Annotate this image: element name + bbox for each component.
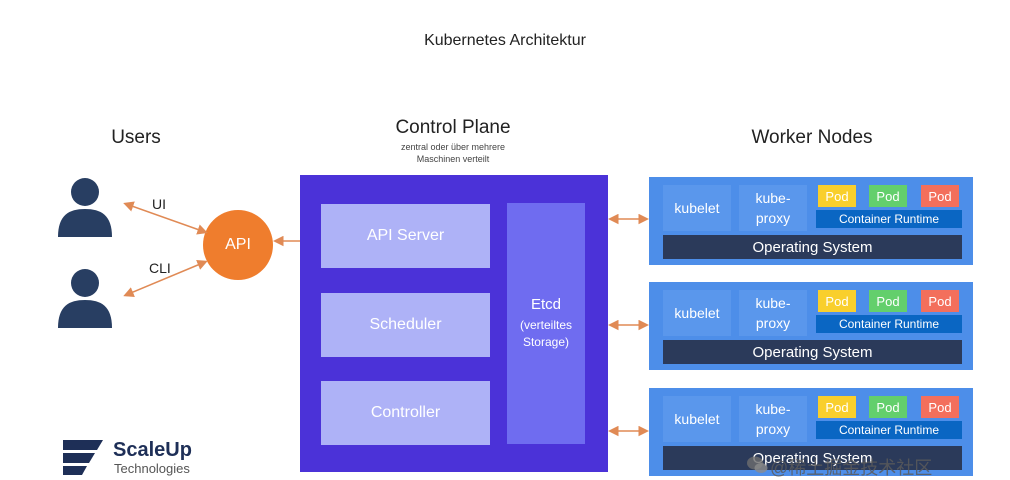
api-label: API	[225, 236, 251, 253]
operating-system: Operating System	[663, 446, 962, 470]
pod: Pod	[818, 185, 856, 207]
user-icon	[58, 178, 112, 237]
control-plane-subtitle-line2: Maschinen verteilt	[416, 154, 490, 164]
etcd-label: Etcd	[530, 296, 561, 313]
kube-proxy-line1: kube-	[755, 401, 791, 417]
scaleup-logo-icon	[63, 440, 103, 475]
etcd: Etcd (verteiltes Storage)	[507, 203, 585, 444]
worker-node: kubelet kube- proxy Pod Pod Pod Containe…	[649, 388, 973, 476]
kubelet: kubelet	[663, 396, 731, 442]
kube-proxy-line2: proxy	[755, 421, 791, 437]
etcd-note: (verteiltes Storage)	[520, 317, 572, 351]
control-plane-subtitle-line1: zentral oder über mehrere	[400, 142, 506, 152]
worker-node: kubelet kube- proxy Pod Pod Pod Containe…	[649, 282, 973, 370]
control-plane-heading: Control Plane	[395, 117, 511, 138]
pod: Pod	[921, 396, 959, 418]
kubelet: kubelet	[663, 290, 731, 336]
api-server: API Server	[321, 204, 490, 268]
kube-proxy-line1: kube-	[755, 295, 791, 311]
container-runtime: Container Runtime	[816, 210, 962, 228]
kube-proxy: kube- proxy	[739, 290, 807, 336]
diagram-title: Kubernetes Architektur	[424, 32, 586, 49]
watermark-text: @稀土掘金技术社区	[770, 458, 933, 478]
controller: Controller	[321, 381, 490, 445]
arrow-cli	[123, 260, 208, 297]
etcd-note-line2: Storage)	[522, 335, 569, 349]
kube-proxy-line2: proxy	[755, 210, 791, 226]
kube-proxy-line1: kube-	[755, 190, 791, 206]
kube-proxy: kube- proxy	[739, 396, 807, 442]
kube-proxy: kube- proxy	[739, 185, 807, 231]
pod: Pod	[869, 396, 907, 418]
pod: Pod	[818, 396, 856, 418]
control-plane: API Server Scheduler Controller Etcd (ve…	[300, 175, 608, 472]
operating-system: Operating System	[663, 340, 962, 364]
logo-tagline: Technologies	[114, 461, 190, 476]
worker-nodes-heading: Worker Nodes	[751, 127, 873, 148]
pod: Pod	[818, 290, 856, 312]
api-node: API	[203, 210, 273, 280]
kube-proxy-line2: proxy	[755, 315, 791, 331]
users-heading: Users	[111, 127, 161, 148]
logo-name: ScaleUp	[113, 439, 192, 461]
container-runtime: Container Runtime	[816, 315, 962, 333]
pod: Pod	[869, 185, 907, 207]
arrow-ui	[123, 201, 208, 235]
user-icon	[58, 269, 112, 328]
pod: Pod	[921, 185, 959, 207]
kubelet: kubelet	[663, 185, 731, 231]
wechat-icon	[747, 456, 768, 473]
operating-system: Operating System	[663, 235, 962, 259]
control-plane-subtitle: zentral oder über mehrere Maschinen vert…	[353, 141, 553, 165]
container-runtime: Container Runtime	[816, 421, 962, 439]
pod: Pod	[921, 290, 959, 312]
etcd-note-line1: (verteiltes	[519, 318, 572, 332]
worker-node: kubelet kube- proxy Pod Pod Pod Containe…	[649, 177, 973, 265]
scheduler: Scheduler	[321, 293, 490, 357]
pod: Pod	[869, 290, 907, 312]
